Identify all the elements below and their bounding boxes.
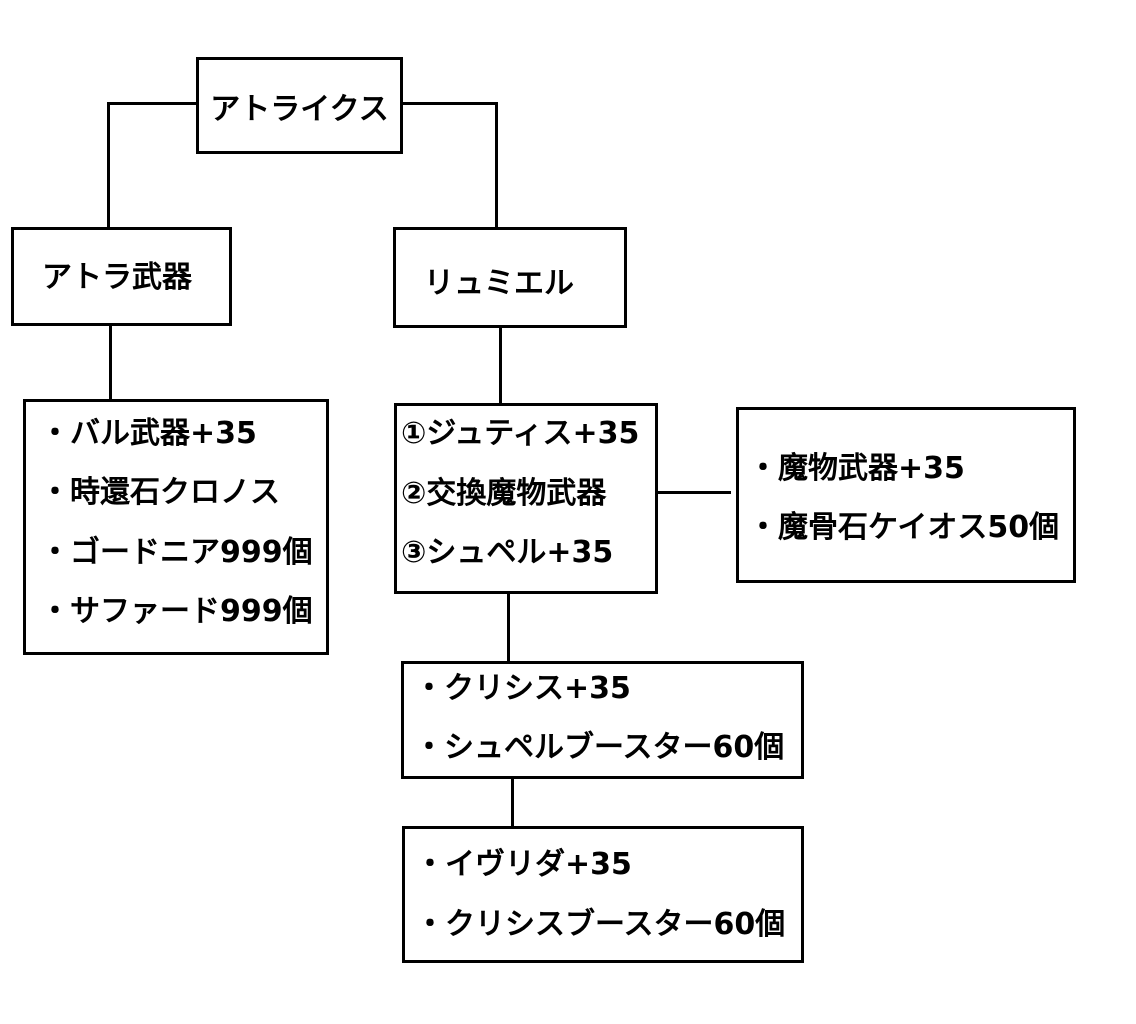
- connector-right-steps: [499, 325, 502, 405]
- right-node-label: リュミエル: [424, 265, 574, 301]
- stage3-box: ・イヴリダ+35 ・クリシスブースター60個: [402, 826, 804, 963]
- left-item: ・ゴードニア999個: [40, 535, 313, 570]
- left-item: ・バル武器+35: [40, 416, 257, 451]
- stage2-item: ・クリシス+35: [414, 671, 631, 706]
- stage2-box: ・クリシス+35 ・シュペルブースター60個: [401, 661, 804, 779]
- connector-stage2-stage3: [511, 777, 514, 828]
- side-items-box: ・魔物武器+35 ・魔骨石ケイオス50個: [736, 407, 1076, 583]
- left-items-box: ・バル武器+35 ・時還石クロノス ・ゴードニア999個 ・サファード999個: [23, 399, 329, 655]
- connector-root-left-h: [107, 102, 199, 105]
- side-item: ・魔骨石ケイオス50個: [748, 510, 1060, 545]
- root-node-label: アトライクス: [210, 91, 389, 127]
- stage3-item: ・クリシスブースター60個: [415, 907, 786, 942]
- step-item: ②交換魔物武器: [401, 476, 607, 511]
- left-node: アトラ武器: [11, 227, 232, 326]
- right-node: リュミエル: [393, 227, 627, 328]
- stage2-item: ・シュペルブースター60個: [414, 730, 785, 765]
- left-item: ・サファード999個: [40, 594, 313, 629]
- connector-steps-stage2: [507, 591, 510, 664]
- root-node: アトライクス: [196, 57, 403, 154]
- step-item: ③シュペル+35: [401, 535, 614, 570]
- connector-root-left-v: [107, 102, 110, 229]
- steps-box: ①ジュティス+35 ②交換魔物武器 ③シュペル+35: [394, 403, 658, 594]
- left-node-label: アトラ武器: [42, 259, 192, 295]
- side-item: ・魔物武器+35: [748, 451, 965, 486]
- connector-steps-side: [656, 491, 731, 494]
- connector-root-right-h: [400, 102, 498, 105]
- connector-left-items: [109, 324, 112, 401]
- stage3-item: ・イヴリダ+35: [415, 847, 632, 882]
- step-item: ①ジュティス+35: [401, 416, 640, 451]
- left-item: ・時還石クロノス: [40, 475, 280, 510]
- connector-root-right-v: [495, 102, 498, 229]
